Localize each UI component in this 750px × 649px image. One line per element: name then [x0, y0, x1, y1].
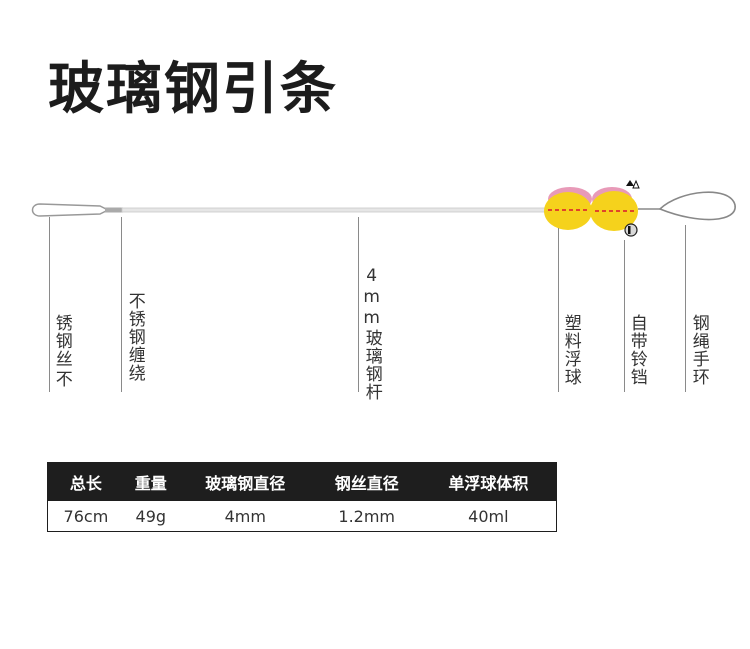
callout-line-float — [558, 228, 559, 392]
plastic-float-1 — [544, 187, 592, 230]
callout-line-stainless-wire — [49, 217, 50, 392]
spec-table: 总长 重量 玻璃钢直径 钢丝直径 单浮球体积 76cm 49g 4mm 1.2m… — [47, 462, 557, 532]
spec-value-row: 76cm 49g 4mm 1.2mm 40ml — [48, 501, 557, 532]
label-stainless-wire: 不锈钢丝 — [51, 314, 72, 388]
bell-icon — [624, 179, 640, 237]
label-wire-rope-loop: 钢绳手环 — [688, 314, 709, 386]
label-plastic-float: 塑料浮球 — [560, 314, 581, 386]
wire-rope-loop — [658, 191, 736, 221]
label-fiberglass-rod: 4mm玻璃钢杆 — [361, 266, 382, 401]
fiberglass-rod — [121, 207, 548, 213]
spec-value-weight: 49g — [135, 506, 167, 526]
spec-value-rod-diameter: 4mm — [224, 506, 266, 526]
spec-header-float-volume: 单浮球体积 — [420, 462, 557, 501]
spec-value-float-volume: 40ml — [468, 506, 509, 526]
plastic-float-2 — [590, 187, 638, 231]
label-stainless-wrap: 不锈钢缠绕 — [124, 292, 145, 382]
spec-header-rod-diameter: 玻璃钢直径 — [177, 462, 313, 501]
label-bell: 自带铃铛 — [626, 314, 647, 386]
stainless-wrap — [105, 207, 123, 213]
spec-header-row: 总长 重量 玻璃钢直径 钢丝直径 单浮球体积 — [47, 462, 557, 501]
spec-value-wire-diameter: 1.2mm — [338, 506, 396, 526]
callout-line-rod — [358, 217, 359, 392]
leader-diagram — [31, 179, 736, 237]
stainless-wire-loop — [31, 203, 110, 217]
spec-value-length: 76cm — [63, 506, 109, 526]
callout-line-wrist-loop — [685, 225, 686, 392]
spec-header-length: 总长 — [47, 462, 124, 501]
callout-line-wrap — [121, 217, 122, 392]
page-title: 玻璃钢引条 — [48, 57, 338, 122]
callout-line-bell — [624, 240, 625, 392]
spec-header-wire-diameter: 钢丝直径 — [312, 462, 421, 501]
spec-header-weight: 重量 — [123, 462, 178, 501]
